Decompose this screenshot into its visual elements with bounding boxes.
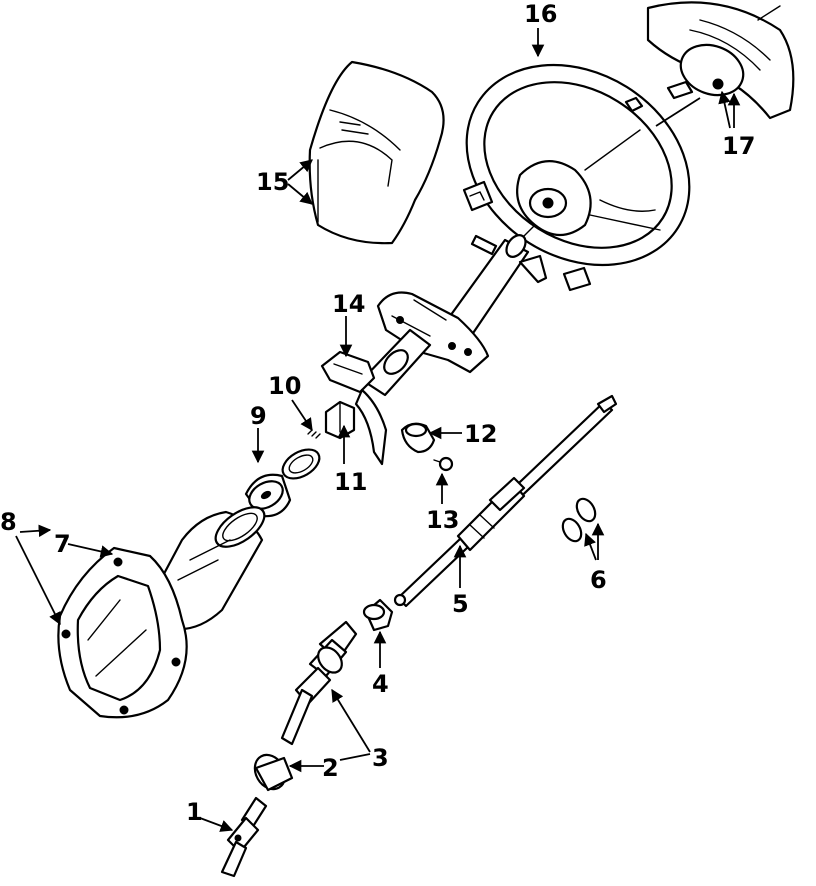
- callout-labels: 16 17 15 14 10 9 12 11 13 8 7 6 5 4 3 2 …: [0, 0, 755, 826]
- callout-7: 7: [54, 530, 71, 558]
- wheel-clip-right: [562, 266, 592, 292]
- callout-12: 12: [464, 420, 497, 448]
- horn-pad-airbag: [646, 1, 795, 120]
- steering-wheel: [465, 63, 691, 267]
- callout-8: 8: [0, 508, 17, 536]
- callout-2: 2: [322, 754, 339, 782]
- callout-1: 1: [186, 798, 203, 826]
- callout-14: 14: [332, 290, 365, 318]
- retainer-ring: [281, 448, 321, 480]
- lower-ujoint: [220, 796, 268, 878]
- column-bearing: [244, 473, 292, 518]
- wheel-clip-left: [462, 180, 494, 212]
- callout-16: 16: [524, 0, 557, 28]
- housing-flange-gasket: [57, 546, 188, 719]
- lock-cylinder-switch: [324, 400, 356, 440]
- column-bracket: [360, 291, 490, 397]
- small-spring: [307, 429, 321, 439]
- callout-11: 11: [334, 468, 367, 496]
- callout-9: 9: [250, 402, 267, 430]
- intermediate-shaft: [393, 394, 618, 608]
- callout-4: 4: [372, 670, 389, 698]
- callout-6: 6: [590, 566, 607, 594]
- mounting-nuts: [561, 497, 597, 543]
- column-housing: [148, 506, 266, 631]
- lower-bushing: [253, 753, 294, 792]
- callout-13: 13: [426, 506, 459, 534]
- column-cover: [308, 60, 445, 245]
- column-shaft-upper: [438, 234, 548, 347]
- callout-17: 17: [722, 132, 755, 160]
- ignition-switch: [400, 422, 436, 454]
- callout-15: 15: [256, 168, 289, 196]
- switch-screw: [433, 456, 454, 472]
- multi-function-switch: [320, 350, 388, 466]
- wheel-clip-top: [624, 96, 644, 113]
- shaft-bushing: [362, 598, 394, 632]
- lower-shaft-ujoint: [280, 620, 358, 746]
- callout-10: 10: [268, 372, 301, 400]
- callout-3: 3: [372, 744, 389, 772]
- leader-lines: [15, 28, 741, 832]
- callout-5: 5: [452, 590, 469, 618]
